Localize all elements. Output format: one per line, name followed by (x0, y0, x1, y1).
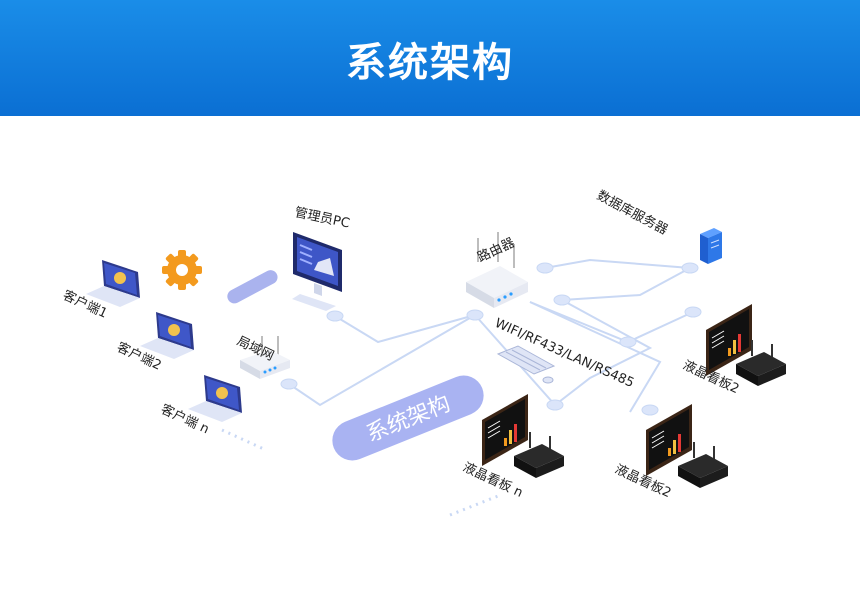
node-dot (280, 378, 298, 390)
clients-continuation (221, 428, 267, 452)
admin-link (334, 314, 476, 344)
db-server-label: 数据库服务器 (594, 187, 670, 238)
keyboard-icon (496, 345, 556, 384)
center-badge: 系统架构 (332, 375, 484, 461)
db-link (544, 258, 694, 301)
router-icon (466, 232, 528, 308)
set-top-box-icon (678, 442, 728, 488)
board-right-bottom-label: 液晶看板2 (612, 461, 673, 501)
router-label: 路由器 (475, 235, 517, 266)
node-dot (681, 262, 699, 274)
page-title: 系统架构 (346, 40, 514, 86)
dotted-lines (221, 428, 499, 517)
node-dot (619, 336, 637, 348)
board-center-link (474, 299, 653, 407)
board-rb-link (529, 301, 662, 413)
connection-nodes (280, 262, 702, 416)
set-top-box-icon (736, 340, 786, 386)
gear-icon (162, 250, 202, 290)
header-banner: 系统架构 (0, 0, 860, 116)
switch-icon (240, 336, 290, 379)
monitor-icon (292, 232, 342, 311)
laptop-icon (188, 375, 242, 422)
lcd-board-icon (706, 304, 752, 376)
board-rt-link (529, 301, 694, 344)
laptop-icon (86, 260, 140, 307)
server-icon (700, 228, 722, 264)
laptop-icon (140, 312, 194, 359)
node-dot (546, 399, 564, 411)
node-dot (553, 294, 571, 306)
admin-pc-label: 管理员PC (293, 205, 351, 231)
lan-link (288, 314, 476, 407)
decor-bar (227, 270, 278, 304)
lcd-board-icon (482, 394, 528, 466)
boards-continuation (449, 494, 499, 517)
node-dot (326, 310, 344, 322)
node-dot (684, 306, 702, 318)
node-dot (536, 262, 554, 274)
node-dot (466, 309, 484, 321)
lcd-board-icon (646, 404, 692, 476)
set-top-box-icon (514, 432, 564, 478)
node-dot (641, 404, 659, 416)
